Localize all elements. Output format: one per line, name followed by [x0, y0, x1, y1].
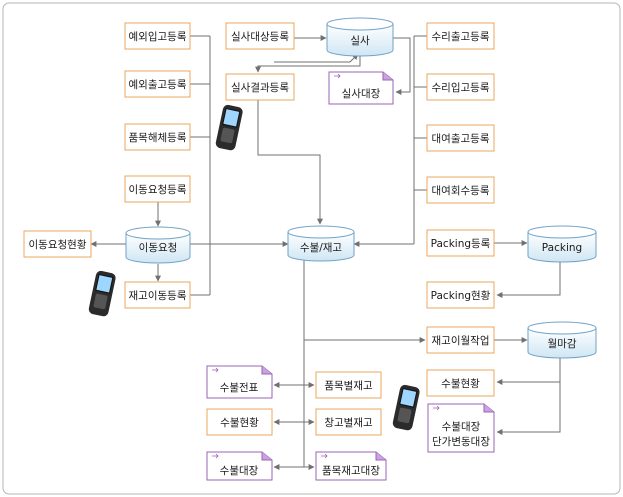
receipt-ledger: 수불대장: [220, 465, 259, 477]
item-stock-ledger: 품목재고대장: [322, 465, 380, 477]
document-icon: 수불대장: [206, 451, 273, 481]
inspection-db: 실사: [350, 35, 370, 47]
svg-text:창고별재고: 창고별재고: [324, 417, 373, 429]
box-item-stock: 품목별재고: [315, 371, 382, 399]
svg-text:이동요청현황: 이동요청현황: [29, 239, 87, 251]
document-icon: 수불전표: [206, 365, 273, 399]
box-rental-return-registration: 대여회수등록: [426, 176, 495, 204]
box-stock-move-registration: 재고이동등록: [124, 281, 191, 309]
svg-text:대여출고등록: 대여출고등록: [432, 133, 490, 145]
receipt-slip: 수불전표: [220, 382, 259, 394]
receipt-stock-db: 수불/재고: [300, 242, 343, 254]
svg-text:예외입고등록: 예외입고등록: [129, 30, 187, 43]
box-packing-registration: Packing등록: [426, 229, 495, 257]
pda-icon: [215, 104, 243, 151]
box-warehouse-stock: 창고별재고: [315, 408, 382, 436]
box-repair-out-registration: 수리출고등록: [426, 22, 495, 50]
ledger-line1: 수불대장: [442, 421, 481, 433]
document-icon: 품목재고대장: [315, 451, 387, 481]
svg-text:수리출고등록: 수리출고등록: [432, 31, 490, 43]
box-overseas-receiving: 예외입고등록: [124, 22, 191, 50]
svg-text:실사대상등록: 실사대상등록: [231, 31, 289, 43]
pda-icon: [392, 384, 420, 431]
move-request-db: 이동요청: [139, 242, 178, 254]
svg-text:대여회수등록: 대여회수등록: [432, 185, 490, 197]
svg-text:실사결과등록: 실사결과등록: [231, 82, 289, 94]
database-icon: 이동요청: [125, 226, 191, 264]
database-icon: 실사: [326, 17, 394, 57]
svg-text:예외출고등록: 예외출고등록: [129, 78, 187, 91]
box-inspection-result-registration: 실사결과등록: [225, 73, 295, 101]
svg-text:Packing현황: Packing현황: [431, 290, 491, 302]
monthly-close-db: 월마감: [548, 338, 577, 350]
box-rental-out-registration: 대여출고등록: [426, 124, 495, 152]
pda-icon: [88, 270, 116, 317]
svg-text:Packing등록: Packing등록: [431, 238, 491, 250]
box-inspection-target-registration: 실사대상등록: [225, 22, 295, 50]
box-receipt-status-right: 수불현황: [426, 369, 495, 397]
box-carryover-job: 재고이월작업: [426, 326, 495, 354]
svg-text:이동요청등록: 이동요청등록: [129, 184, 187, 196]
svg-text:재고이동등록: 재고이동등록: [129, 290, 187, 302]
svg-text:수리입고등록: 수리입고등록: [432, 81, 490, 94]
database-icon: 월마감: [527, 321, 597, 359]
document-icon: 실사대장: [328, 71, 394, 105]
packing-db: Packing: [542, 242, 582, 254]
database-icon: 수불/재고: [287, 225, 355, 262]
box-move-request-status: 이동요청현황: [23, 230, 92, 258]
document-icon: 수불대장 단가변동대장: [427, 403, 495, 453]
inspection-ledger: 실사대장: [342, 88, 381, 100]
svg-text:재고이월작업: 재고이월작업: [432, 334, 490, 347]
box-repair-in-registration: 수리입고등록: [426, 73, 495, 101]
database-icon: Packing: [527, 225, 597, 263]
connectors: [90, 35, 561, 470]
box-item-dismantle: 품목해체등록: [124, 123, 191, 151]
box-packing-status: Packing현황: [426, 281, 495, 309]
box-overseas-shipping: 예외출고등록: [124, 70, 191, 98]
box-move-request-registration: 이동요청등록: [124, 175, 191, 203]
svg-text:수불현황: 수불현황: [220, 417, 259, 429]
svg-text:품목별재고: 품목별재고: [324, 380, 373, 392]
ledger-line2: 단가변동대장: [432, 436, 490, 448]
svg-text:품목해체등록: 품목해체등록: [129, 131, 187, 144]
box-receipt-status: 수불현황: [206, 408, 273, 436]
svg-text:수불현황: 수불현황: [441, 378, 480, 390]
